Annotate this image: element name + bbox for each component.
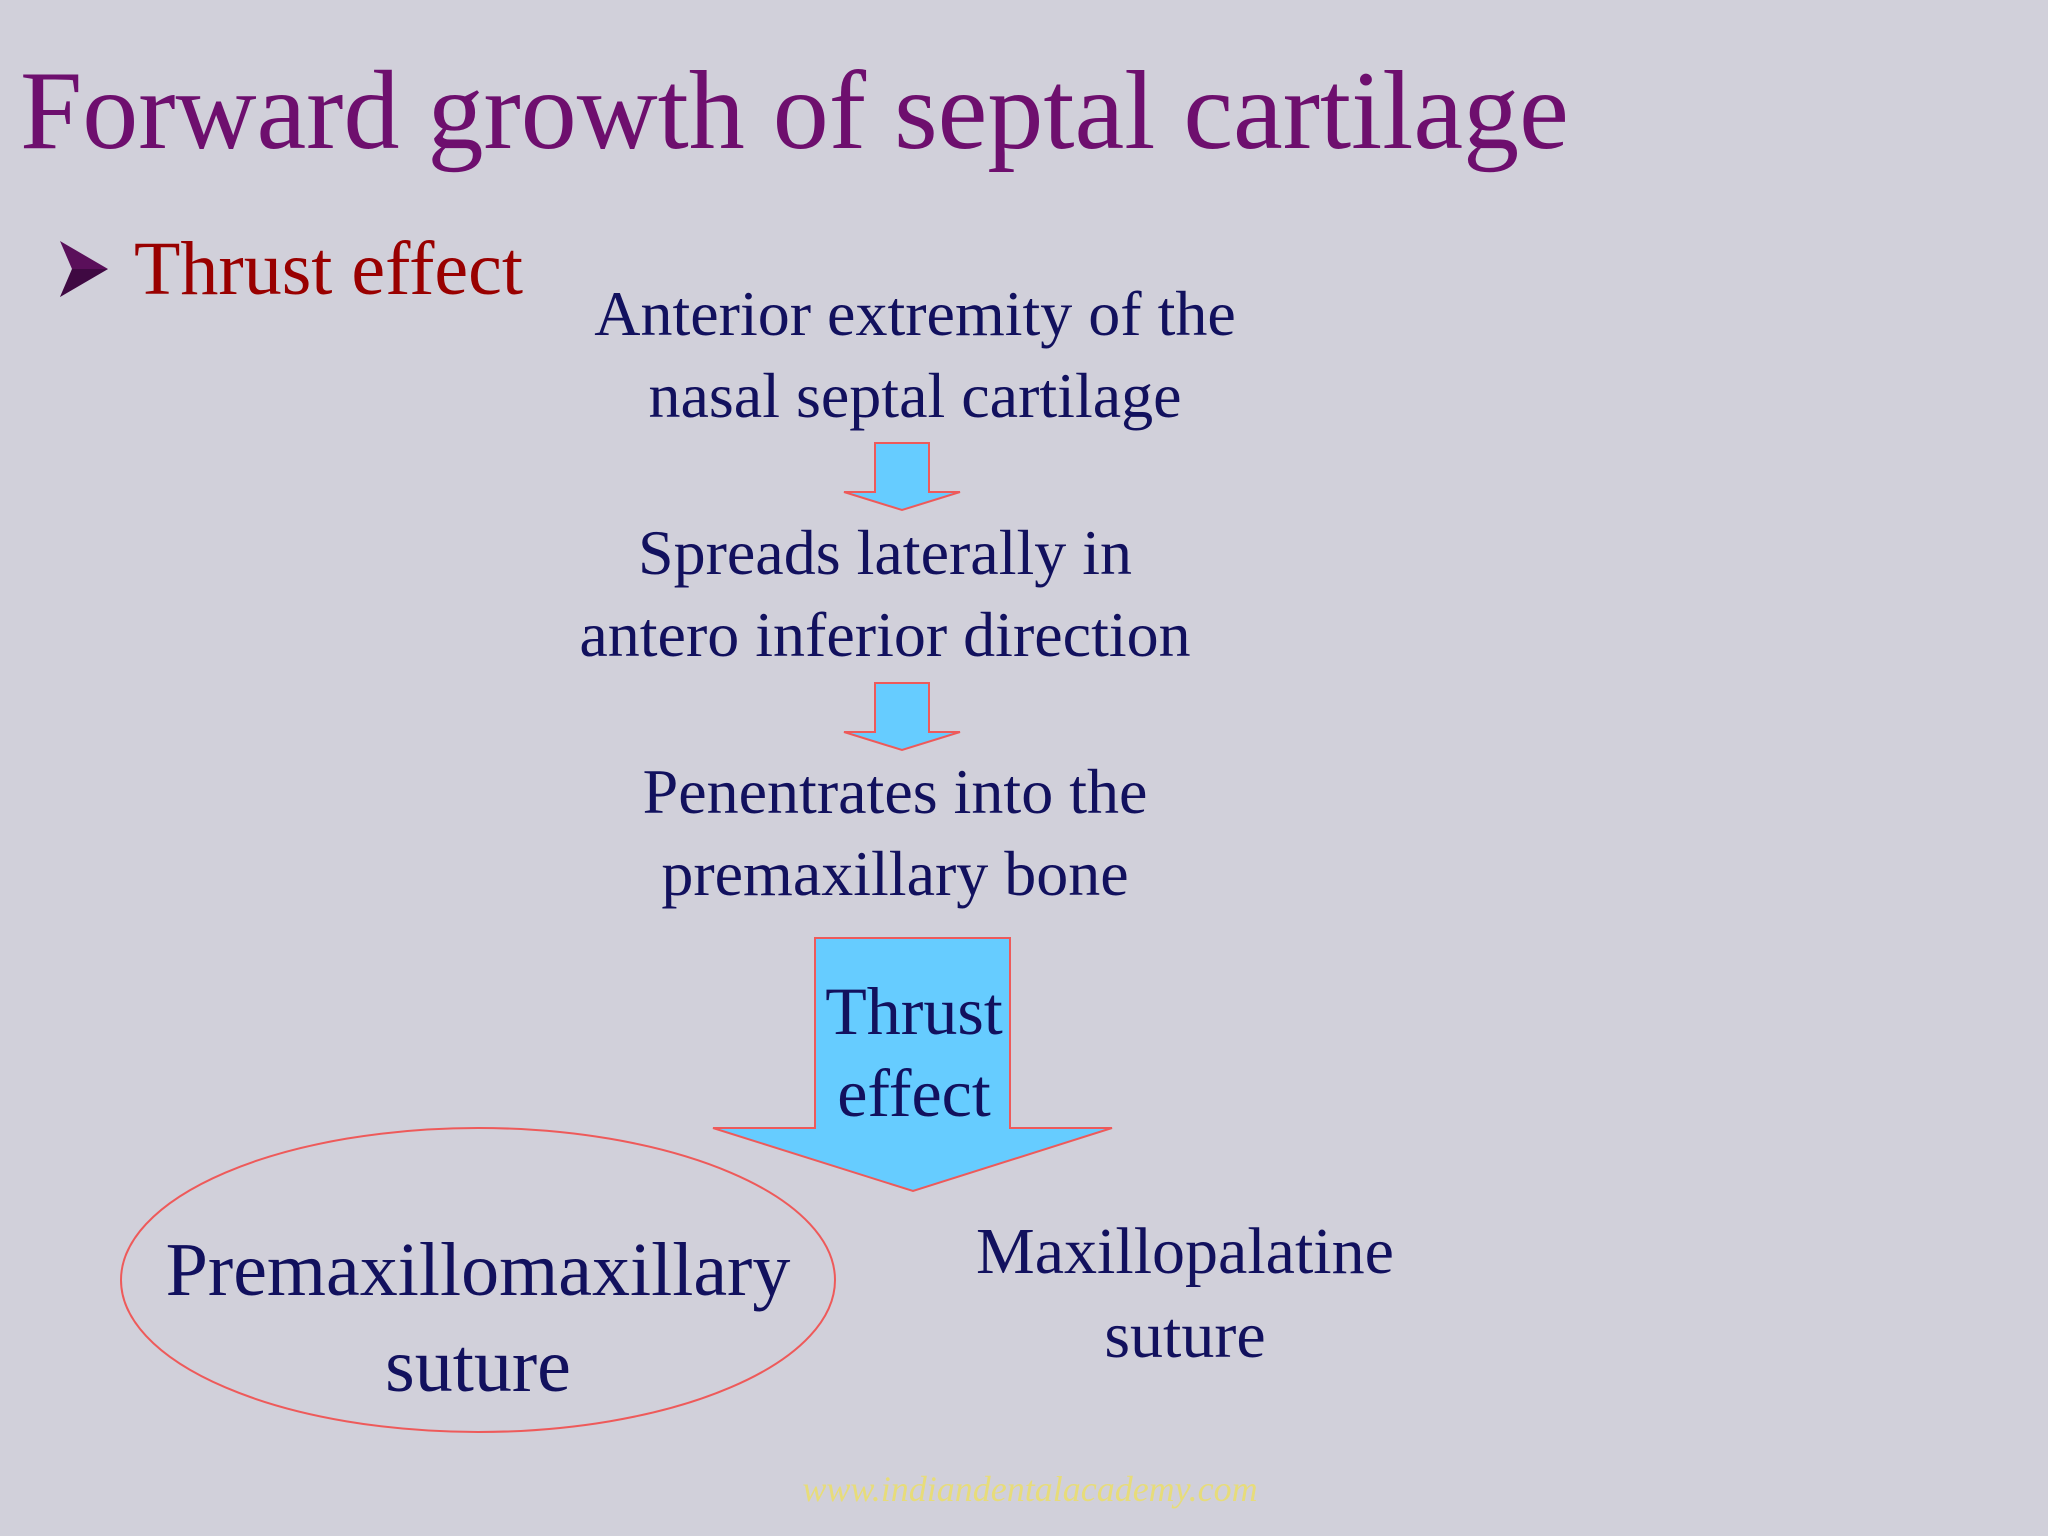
- flow-step-anterior-extremity: Anterior extremity of the nasal septal c…: [560, 273, 1270, 437]
- flow-step-3-line-2: premaxillary bone: [661, 838, 1129, 909]
- flow-step-2-line-1: Spreads laterally in: [637, 517, 1133, 588]
- arrowhead-bullet-icon: [60, 241, 108, 297]
- thrust-arrow-label-line-1: Thrust: [825, 973, 1003, 1049]
- watermark: www.indiandentalacademy.com: [802, 1469, 1258, 1509]
- outcome-right-line-2: suture: [1104, 1299, 1266, 1372]
- thrust-arrow-label-line-2: effect: [837, 1055, 991, 1131]
- thrust-arrow-icon: [712, 937, 1113, 1193]
- outcome-left-line-2: suture: [385, 1324, 571, 1408]
- bullet-text: Thrust effect: [134, 227, 523, 311]
- thrust-arrow-label: Thrust effect: [814, 970, 1014, 1134]
- flow-step-spreads-laterally: Spreads laterally in antero inferior dir…: [530, 512, 1240, 676]
- outcome-left-line-1: Premaxillomaxillary: [165, 1228, 791, 1312]
- outcome-maxillopalatine-suture: Maxillopalatine suture: [935, 1210, 1435, 1378]
- flow-step-3-line-1: Penentrates into the: [642, 756, 1148, 827]
- highlight-ellipse: [120, 1127, 836, 1433]
- bullet-item: Thrust effect: [58, 226, 523, 312]
- down-arrow-icon: [843, 442, 961, 512]
- outcome-right-line-1: Maxillopalatine: [976, 1215, 1394, 1288]
- slide-title: Forward growth of septal cartilage: [20, 49, 1569, 173]
- outcome-premaxillomaxillary-suture: Premaxillomaxillary suture: [118, 1222, 838, 1414]
- flow-step-2-line-2: antero inferior direction: [579, 599, 1191, 670]
- flow-step-1-line-2: nasal septal cartilage: [648, 360, 1182, 431]
- flow-step-1-line-1: Anterior extremity of the: [594, 278, 1236, 349]
- flow-step-penetrates-premaxillary: Penentrates into the premaxillary bone: [540, 751, 1250, 915]
- down-arrow-icon: [843, 682, 961, 752]
